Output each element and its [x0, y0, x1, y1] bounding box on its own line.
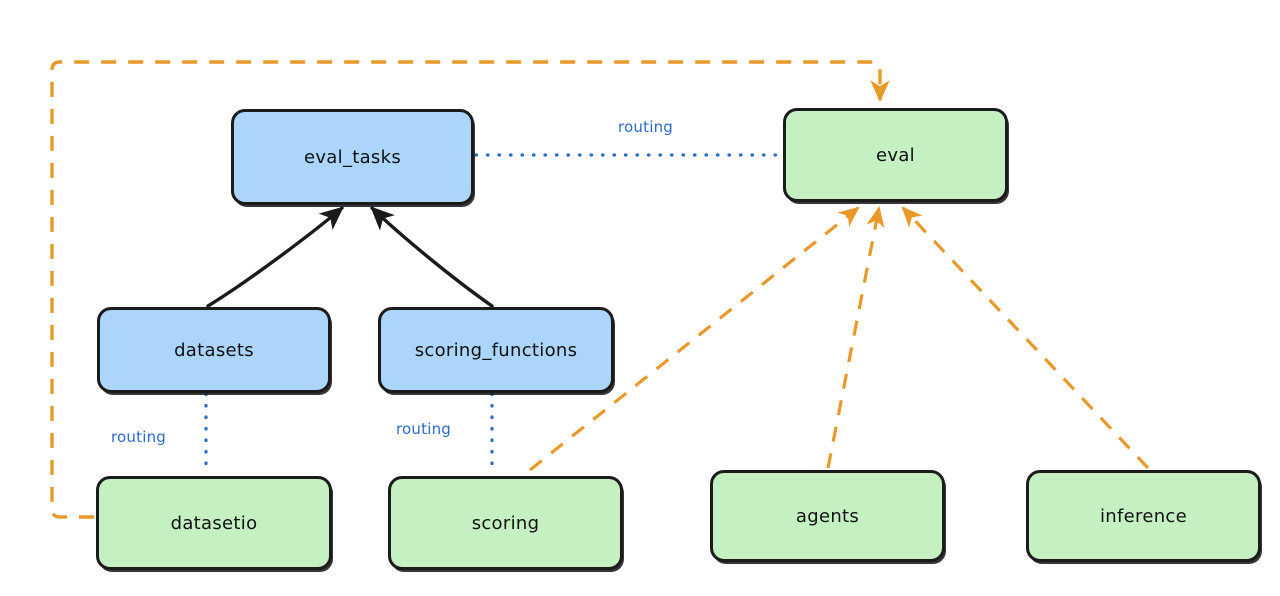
edge-datasets-to-eval-tasks — [206, 206, 344, 308]
node-agents[interactable]: agents — [710, 470, 945, 562]
node-label-datasetio: datasetio — [170, 512, 258, 534]
edge-label-routing-eval-tasks-eval: routing — [618, 118, 673, 136]
node-label-scoring-functions: scoring_functions — [414, 339, 578, 361]
edge-label-routing-scoring-functions-scoring: routing — [396, 420, 451, 438]
node-datasetio[interactable]: datasetio — [96, 476, 332, 570]
node-label-scoring: scoring — [471, 512, 540, 534]
node-datasets[interactable]: datasets — [97, 307, 331, 393]
edge-label-routing-datasets-datasetio: routing — [111, 428, 166, 446]
node-eval[interactable]: eval — [783, 108, 1008, 202]
node-label-eval-tasks: eval_tasks — [303, 146, 402, 168]
node-label-datasets: datasets — [174, 339, 254, 361]
edge-scoring-functions-to-eval-tasks — [370, 206, 494, 308]
node-inference[interactable]: inference — [1026, 470, 1261, 562]
node-eval-tasks[interactable]: eval_tasks — [231, 109, 474, 205]
edge-agents-to-eval — [826, 205, 885, 469]
node-label-inference: inference — [1100, 505, 1187, 527]
edge-inference-to-eval — [901, 206, 1150, 470]
node-label-eval: eval — [876, 144, 915, 166]
node-scoring-functions[interactable]: scoring_functions — [378, 307, 614, 393]
node-label-agents: agents — [795, 505, 860, 527]
node-scoring[interactable]: scoring — [388, 476, 623, 570]
